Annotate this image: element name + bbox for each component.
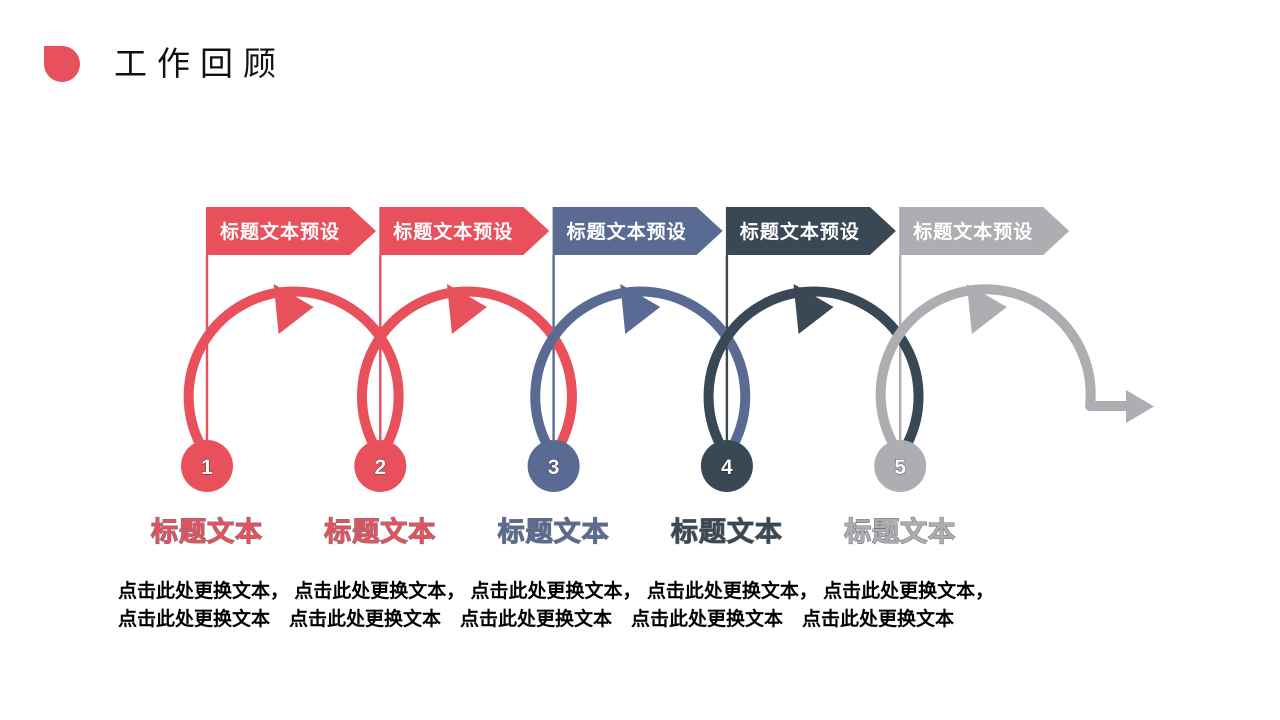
step-number-2: 2: [374, 456, 386, 479]
step-number-5: 5: [894, 456, 906, 479]
step-title-3: 标题文本: [498, 516, 610, 547]
step-node-3: 3 标题文本: [497, 440, 610, 548]
banner-label-5: 标题文本预设: [913, 220, 1033, 243]
arc-arrowhead-5: [966, 284, 1007, 334]
loop-arc-3: [530, 286, 751, 447]
banner-label-3: 标题文本预设: [567, 220, 687, 243]
loop-arc-2: [356, 286, 577, 447]
body-text-block: 点击此处更换文本， 点击此处更换文本， 点击此处更换文本， 点击此处更换文本， …: [118, 578, 994, 633]
body-text-line-2: 点击此处更换文本 点击此处更换文本 点击此处更换文本 点击此处更换文本 点击此处…: [118, 608, 955, 630]
arc-arrowhead-1: [273, 284, 314, 334]
step-circle-4: [700, 440, 753, 492]
step-circle-3: [527, 440, 580, 492]
step-number-1: 1: [201, 456, 213, 479]
drop-icon: [44, 46, 80, 82]
banner-5: 标题文本预设: [899, 207, 1070, 255]
banner-2: 标题文本预设: [379, 207, 550, 255]
step-title-4: 标题文本: [671, 516, 783, 547]
arc-arrowhead-3: [620, 284, 661, 334]
step-title-5: 标题文本: [844, 516, 956, 547]
loop-arc-1: [183, 286, 404, 447]
step-node-1: 1 标题文本: [150, 440, 263, 548]
step-number-3: 3: [548, 456, 560, 479]
step-node-4: 4 标题文本: [670, 440, 783, 548]
arc-arrowhead-4: [793, 284, 834, 334]
step-title-2: 标题文本: [324, 516, 436, 547]
page-title: 工作回顾: [114, 45, 286, 82]
slide-header: 工作回顾: [44, 46, 286, 82]
banner-4: 标题文本预设: [725, 207, 896, 255]
banner-label-2: 标题文本预设: [393, 220, 513, 243]
banner-3: 标题文本预设: [552, 207, 723, 255]
final-arrow-icon: [1126, 390, 1154, 423]
banner-label-1: 标题文本预设: [220, 220, 340, 243]
step-title-1: 标题文本: [151, 516, 263, 547]
banner-shape-5: [899, 207, 1070, 255]
step-node-5: 5 标题文本: [844, 440, 956, 548]
step-circle-2: [354, 440, 407, 492]
banner-shape-3: [552, 207, 723, 255]
arc-arrowhead-2: [446, 284, 487, 334]
step-circle-1: [181, 440, 233, 492]
step-node-2: 2 标题文本: [324, 440, 436, 548]
banner-1: 标题文本预设: [206, 207, 376, 255]
banner-shape-4: [725, 207, 896, 255]
banner-shape-1: [206, 207, 376, 255]
banner-shape-2: [379, 207, 550, 255]
body-text-line-1: 点击此处更换文本， 点击此处更换文本， 点击此处更换文本， 点击此处更换文本， …: [118, 581, 995, 602]
loop-arc-4: [703, 286, 924, 447]
banner-label-4: 标题文本预设: [740, 220, 860, 243]
step-circle-5: [874, 440, 927, 492]
step-number-4: 4: [721, 456, 733, 479]
